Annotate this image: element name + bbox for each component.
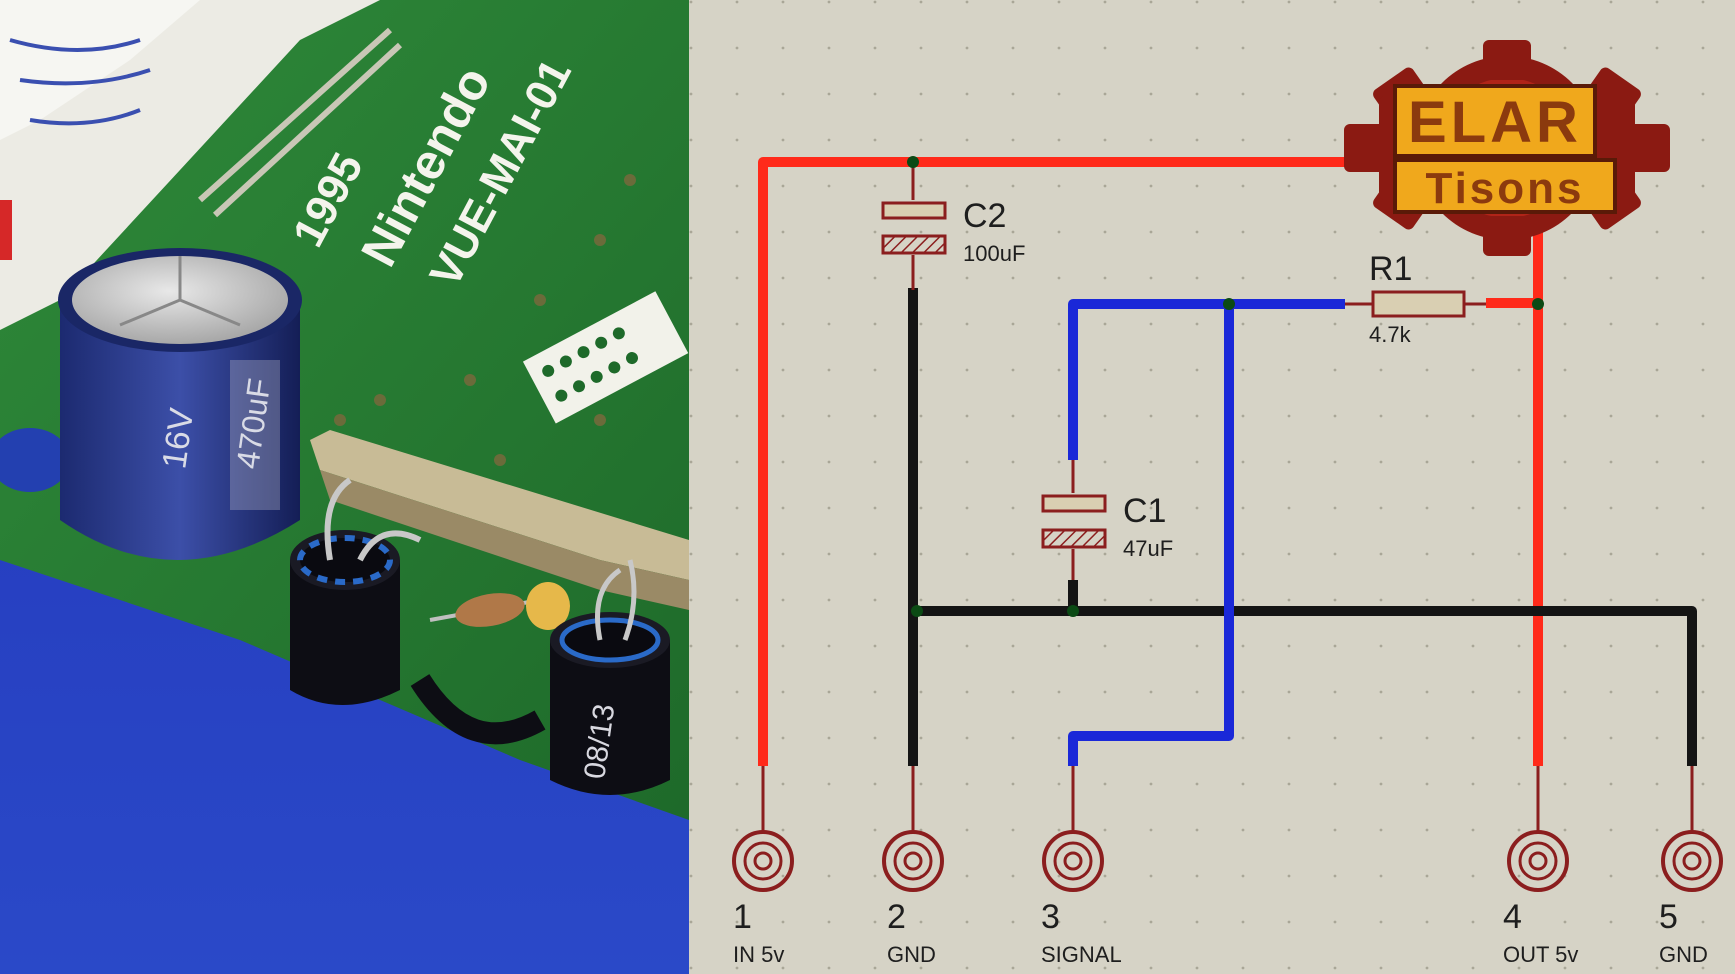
terminal-5-label: GND bbox=[1659, 942, 1708, 967]
small-capacitor-c1 bbox=[290, 477, 422, 705]
pcb-photo: 1995 Nintendo VUE-MAI-01 E bbox=[0, 0, 689, 974]
capacitor-c2[interactable] bbox=[881, 201, 947, 255]
terminal-2-label: GND bbox=[887, 942, 936, 967]
terminal-3[interactable]: 3 SIGNAL bbox=[1041, 830, 1122, 967]
elartisons-logo: ELAR Tisons bbox=[1344, 40, 1670, 256]
c2-name: C2 bbox=[963, 197, 1006, 235]
logo-line1: ELAR bbox=[1408, 90, 1582, 155]
terminal-5-number: 5 bbox=[1659, 898, 1678, 936]
c1-name: C1 bbox=[1123, 492, 1166, 530]
terminal-4[interactable]: 4 OUT 5v bbox=[1503, 830, 1578, 967]
terminal-3-label: SIGNAL bbox=[1041, 942, 1122, 967]
perfboard bbox=[310, 430, 689, 580]
terminal-5[interactable]: 5 GND bbox=[1659, 830, 1723, 967]
pcb-photo-illustration: 1995 Nintendo VUE-MAI-01 E bbox=[0, 0, 689, 974]
terminal-4-number: 4 bbox=[1503, 898, 1522, 936]
big-cap-voltage: 16V bbox=[155, 406, 201, 472]
pcb-header bbox=[522, 291, 689, 424]
terminal-1[interactable]: 1 IN 5v bbox=[732, 830, 794, 967]
terminal-1-label: IN 5v bbox=[733, 942, 784, 967]
resistor-r1 bbox=[429, 582, 570, 630]
junction-dots bbox=[907, 156, 1544, 617]
terminal-3-number: 3 bbox=[1041, 898, 1060, 936]
c1-value: 47uF bbox=[1123, 536, 1173, 561]
r1-name: R1 bbox=[1369, 250, 1412, 288]
terminals: 1 IN 5v 2 GND 3 SIGNAL bbox=[732, 830, 1723, 967]
r1-value: 4.7k bbox=[1369, 322, 1412, 347]
terminal-4-label: OUT 5v bbox=[1503, 942, 1578, 967]
capacitor-c1[interactable] bbox=[1041, 494, 1107, 549]
big-capacitor: 16V 470uF bbox=[58, 248, 302, 560]
power-wires bbox=[758, 157, 1543, 766]
logo-line2: Tisons bbox=[1425, 164, 1584, 213]
c2-value: 100uF bbox=[963, 241, 1025, 266]
terminal-2[interactable]: 2 GND bbox=[882, 830, 944, 967]
schematic-canvas: C2 100uF C1 47uF R1 4.7k bbox=[689, 0, 1735, 974]
terminal-2-number: 2 bbox=[887, 898, 906, 936]
small-capacitor-c2: 08/13 bbox=[550, 559, 670, 795]
resistor-r1[interactable] bbox=[1371, 290, 1466, 318]
terminal-1-number: 1 bbox=[733, 898, 752, 936]
schematic: C2 100uF C1 47uF R1 4.7k bbox=[689, 0, 1735, 974]
mounting-hole bbox=[0, 428, 70, 492]
signal-wires bbox=[1068, 299, 1345, 766]
